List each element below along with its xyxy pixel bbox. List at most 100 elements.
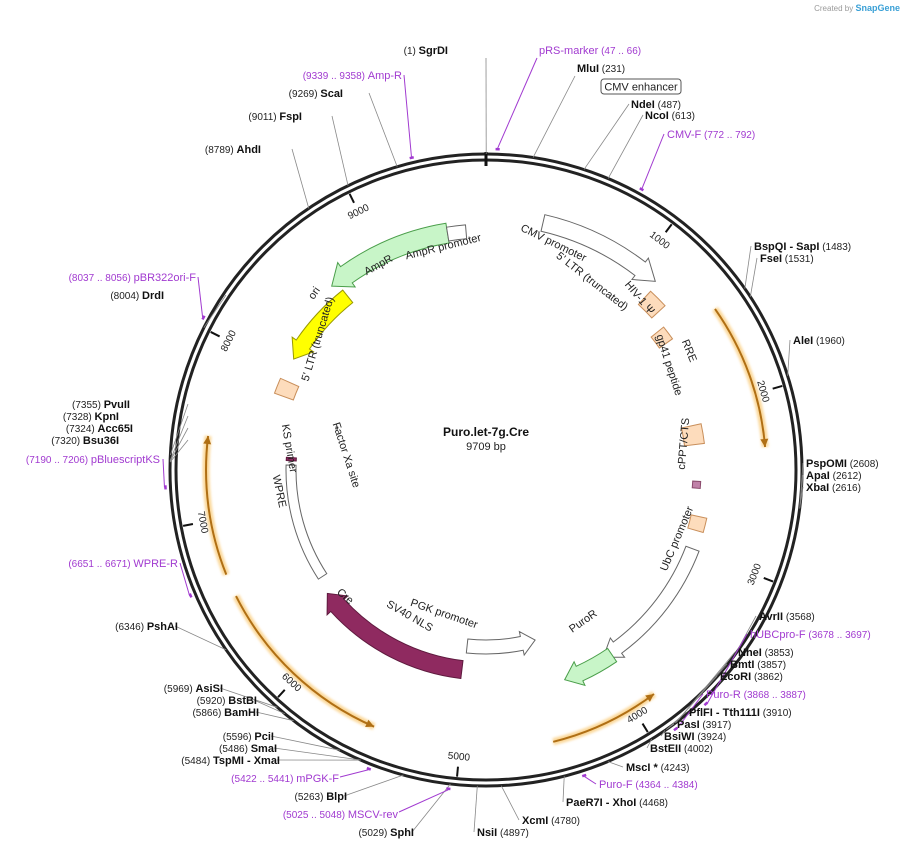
enzyme-label-part-26-0: (5596) [223,732,255,743]
enzyme-label-part-17-0: BstEII [650,743,681,755]
enzyme-label-9: XbaI (2616) [806,482,861,494]
primer-label-9: (8037 .. 8056) pBR322ori-F [69,272,197,284]
enzyme-label-part-19-0: PaeR7I [566,797,603,809]
enzyme-label-part-6-0: AleI [793,335,813,347]
enzyme-label-part-22-1: SphI [390,827,414,839]
enzyme-label-part-24-2: - XmaI [244,755,280,767]
enzyme-label-part-24-0: (5484) [181,756,213,767]
enzyme-label-part-35-0: (8004) [110,291,142,302]
enzyme-line-18 [607,761,624,768]
tick-6000 [277,689,286,698]
plasmid-length: 9709 bp [466,441,506,453]
primer-label-part-7-1: WPRE-R [133,558,178,570]
enzyme-label-part-22-0: (5029) [358,828,390,839]
backbone-inner [174,158,798,782]
enzyme-label-part-34-1: PvuII [104,399,130,411]
enzyme-label-4: BspQI - SapI (1483) [754,241,851,253]
primer-label-10: (9339 .. 9358) Amp-R [303,70,402,82]
enzyme-label-16: BsiWI (3924) [664,731,726,743]
orf-arrowhead-2 [365,719,375,728]
primer-line-0 [497,57,538,149]
enzyme-label-part-20-1: (4780) [548,816,580,827]
enzyme-label-part-3-0: NcoI [645,110,669,122]
orf-arrowhead-1 [645,693,655,702]
enzyme-label-part-19-1: - XhoI [603,797,637,809]
primer-line-1 [641,133,665,189]
primer-mark-1 [639,187,645,192]
feature-ampr-promoter [445,224,468,242]
enzyme-label-22: (5029) SphI [358,827,414,839]
plasmid-name: Puro.let-7g.Cre [443,425,529,439]
primer-label-part-5-0: (5025 .. 5048) [283,810,348,821]
enzyme-label-part-25-0: (5486) [219,744,251,755]
tick-label-7000: 7000 [195,510,210,534]
enzyme-label-1: MluI (231) [577,63,625,75]
snapgene-credit: Created by SnapGene [814,3,900,13]
feature-ampr [331,222,450,288]
tick-2000 [772,384,783,390]
enzyme-label-part-30-0: (6346) [115,622,147,633]
feature-factor-xa [334,426,339,430]
feature-5ltr-left [273,377,300,401]
enzyme-label-part-7-0: PspOMI [806,458,847,470]
orf-arrowhead-0 [760,438,769,447]
label-ori: ori [306,285,323,302]
primer-line-7 [179,562,191,597]
primer-label-part-8-0: (7190 .. 7206) [26,455,91,466]
enzyme-label-part-32-1: Acc65I [98,423,133,435]
enzyme-label-part-0-1: SgrDI [419,45,448,57]
enzyme-line-32 [169,427,189,462]
primer-label-6: (5422 .. 5441) mPGK-F [231,773,339,785]
enzyme-label-part-32-0: (7324) [66,424,98,435]
enzyme-label-part-0-0: (1) [404,46,419,57]
enzyme-label-part-15-0: PasI [677,719,700,731]
primer-label-part-2-1: (3678 .. 3697) [806,630,871,641]
feature-puror [563,647,618,687]
enzyme-line-20 [500,785,520,821]
feature-rre [680,423,705,447]
enzyme-label-part-11-1: (3853) [762,648,794,659]
primer-label-part-1-0: CMV-F [667,129,702,141]
label-wpre: WPRE [270,474,289,509]
enzyme-label-part-12-0: BmtI [730,659,754,671]
enzyme-label-part-8-0: ApaI [806,470,830,482]
primer-label-part-8-1: pBluescriptKS [91,454,160,466]
enzyme-label-part-27-0: (5866) [192,708,224,719]
enzyme-label-part-38-1: ScaI [320,88,343,100]
feature-cppt [687,514,708,534]
enzyme-label-24: (5484) TspMI - XmaI [181,755,280,767]
enzyme-label-part-9-0: XbaI [806,482,829,494]
feature-5ltr-top [637,290,666,319]
feature-pgk-promoter [465,630,536,657]
primer-mark-2 [703,701,709,707]
feature-wpre [285,464,328,580]
primer-label-part-0-0: pRS-marker [539,45,599,57]
tick-5000 [456,766,459,777]
enzyme-line-26 [270,735,341,751]
enzyme-label-part-1-0: MluI [577,63,599,75]
primer-line-9 [197,276,204,318]
enzyme-line-6 [787,339,791,376]
enzyme-label-part-34-0: (7355) [72,400,104,411]
enzyme-label-part-35-1: DrdI [142,290,164,302]
orf-arc-2 [235,595,375,728]
enzyme-label-part-38-0: (9269) [289,89,321,100]
enzyme-label-part-8-1: (2612) [830,471,862,482]
enzyme-line-29 [219,687,278,708]
enzyme-label-8: ApaI (2612) [806,470,862,482]
enzyme-label-2: NdeI (487) [631,99,681,111]
tick-9000 [348,193,355,204]
enzyme-line-38 [368,92,398,167]
enzyme-line-2 [583,103,630,170]
enzyme-label-part-14-0: PflFI [689,707,713,719]
enzyme-label-19: PaeR7I - XhoI (4468) [566,797,668,809]
enzyme-line-19 [562,776,565,803]
primer-label-5: (5025 .. 5048) MSCV-rev [283,809,399,821]
enzyme-label-part-24-1: TspMI [213,755,244,767]
primer-mark-6 [366,766,372,771]
enzyme-line-31 [169,439,189,463]
primer-label-part-0-1: (47 .. 66) [598,46,641,57]
label-ks-primer: KS primer [279,423,299,474]
